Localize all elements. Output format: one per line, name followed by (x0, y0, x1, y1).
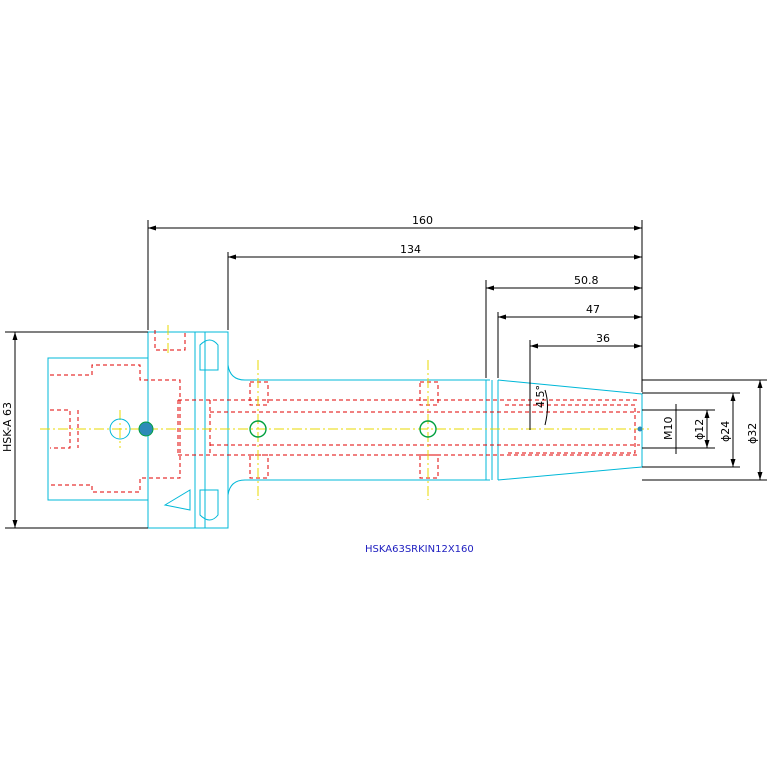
dim-hsk: HSK-A 63 (1, 402, 14, 452)
dim-dia-12: ϕ12 (693, 419, 706, 440)
dim-47: 47 (586, 303, 600, 316)
dim-36: 36 (596, 332, 610, 345)
dim-thread: M10 (662, 417, 675, 441)
dim-134: 134 (400, 243, 421, 256)
dim-dia-32: ϕ32 (746, 423, 759, 444)
hidden-lines (50, 330, 640, 493)
drawing-title: HSKA63SRKIN12X160 (365, 544, 474, 555)
center-lines (40, 325, 650, 500)
dim-160: 160 (412, 214, 433, 227)
dim-angle: 4.5° (534, 385, 547, 408)
part-outline (47, 331, 643, 529)
dim-50-8: 50.8 (574, 274, 599, 287)
arrowheads (12, 225, 763, 528)
hole-circles (109, 418, 643, 440)
dim-dia-24: ϕ24 (719, 421, 732, 442)
dimension-lines (5, 220, 767, 529)
